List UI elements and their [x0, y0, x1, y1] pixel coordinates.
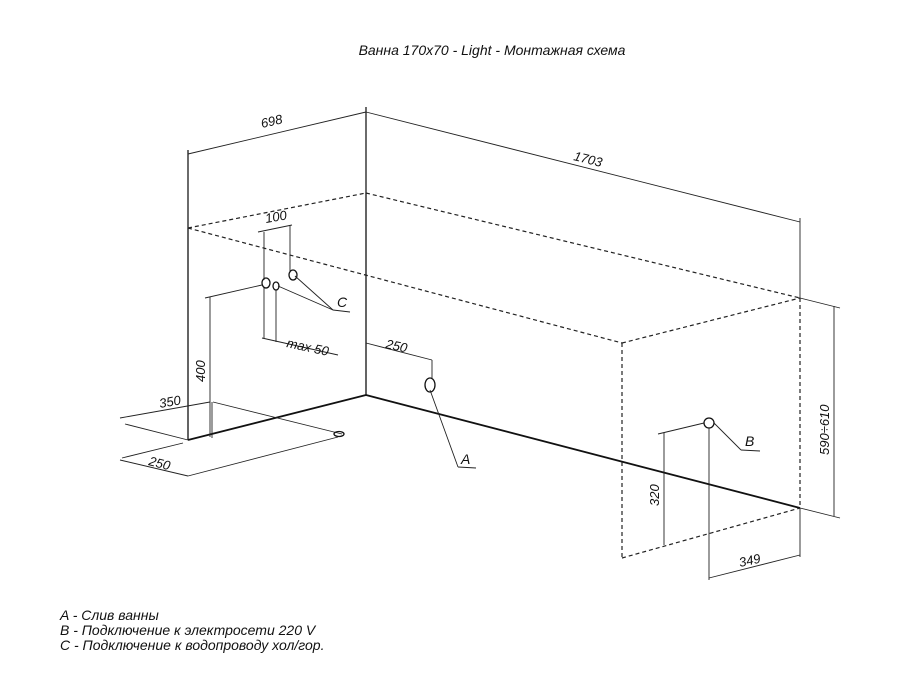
diagram-title: Ванна 170х70 - Light - Монтажная схема	[359, 42, 626, 58]
drain-outlet	[424, 377, 436, 393]
callout-c: C	[337, 294, 348, 310]
dimension-height-range: 590÷610	[799, 297, 841, 519]
callout-a: A	[460, 451, 470, 467]
legend-item-a: A - Слив ванны	[60, 607, 159, 623]
floor-dimensions: 350 250	[119, 392, 345, 477]
dim-socket-height-label: 320	[647, 484, 662, 506]
electrical-socket: 320 349 B	[647, 417, 801, 580]
dim-width-label: 698	[259, 111, 284, 131]
room-outline	[187, 107, 801, 509]
dim-pipe-max-label: max 50	[285, 335, 331, 359]
dim-floor-250-label: 250	[146, 453, 172, 473]
dimension-pipe-height: 400	[193, 284, 263, 437]
dim-pipe-spacing-label: 100	[264, 207, 289, 226]
socket-outlet	[703, 417, 715, 429]
dimension-width: 698	[187, 107, 367, 228]
bath-drain: 250 A	[365, 336, 477, 469]
dim-pipe-height-label: 400	[193, 360, 208, 382]
bath-outline	[187, 192, 801, 559]
dim-height-range-label: 590÷610	[817, 404, 832, 455]
dim-drain-offset-label: 250	[383, 336, 409, 356]
dim-socket-offset-label: 349	[738, 551, 762, 570]
dim-length-label: 1703	[572, 148, 604, 170]
legend: A - Слив ванны B - Подключение к электро…	[60, 608, 324, 653]
floor-drain-mark	[333, 430, 345, 438]
water-supply: 100 max 50 C	[257, 207, 351, 359]
hot-pipe-outlet	[288, 269, 298, 281]
dim-floor-350-label: 350	[158, 392, 183, 411]
legend-item-c: C - Подключение к водопроводу хол/гор.	[60, 637, 325, 653]
cold-pipe-outlet	[261, 277, 271, 289]
dimension-length: 1703	[365, 111, 801, 298]
legend-item-b: B - Подключение к электросети 220 V	[60, 622, 316, 638]
callout-b: B	[745, 433, 754, 449]
